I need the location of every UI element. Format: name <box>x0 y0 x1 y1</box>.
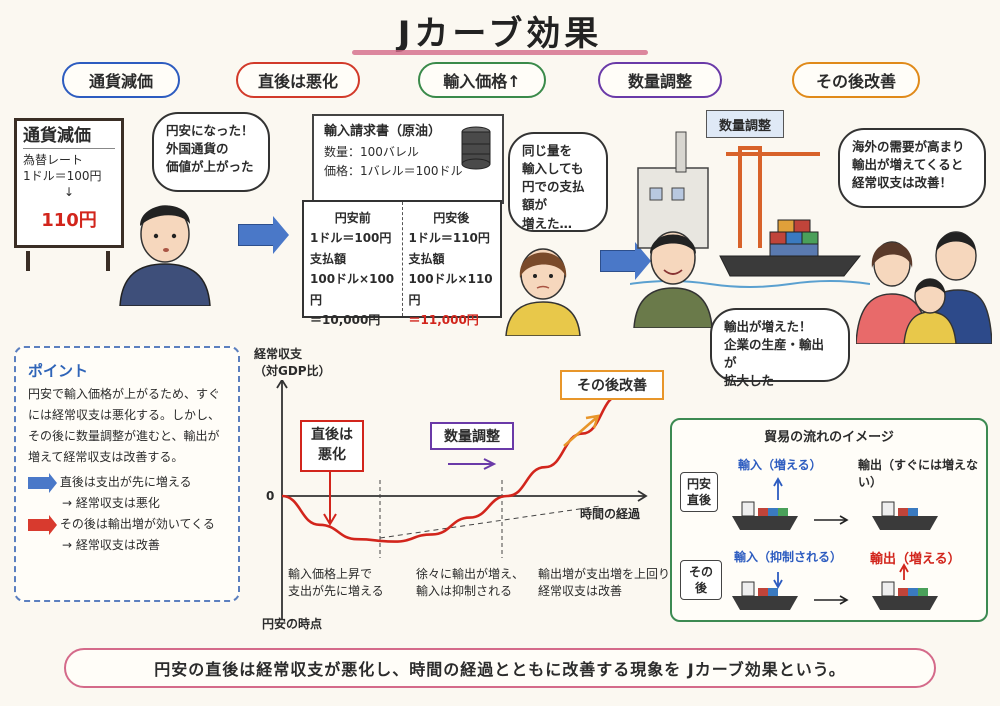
before-column: 円安前 1ドル＝100円 支払額 100ドル×100円 ＝10,000円 <box>304 202 402 327</box>
import-up-arrowhead <box>773 477 783 487</box>
flow-arrowhead-row-2 <box>839 595 849 605</box>
y-axis-arrowhead <box>276 380 288 389</box>
step-1-pill: 通貨減価 <box>62 62 180 98</box>
page-title: Jカーブ効果 <box>397 14 603 54</box>
annotation-qty: 数量調整 <box>430 422 514 450</box>
chart-ylabel: 経常収支 （対GDP比） <box>254 347 331 378</box>
sign-heading: 通貨減価 <box>23 125 115 149</box>
sign-leg-left <box>26 251 30 271</box>
worried-woman-illustration <box>505 248 581 336</box>
bubble-overseas-demand: 海外の需要が高まり 輸出が増えてくると 経常収支は改善！ <box>838 128 986 208</box>
j-curve-chart <box>276 380 648 620</box>
worse-arrowhead <box>323 513 337 526</box>
after-calc: 100ドル×110円 <box>408 272 493 307</box>
trend-dashed-line <box>379 505 601 539</box>
qty-arrowhead <box>483 458 497 470</box>
trade-heading: 貿易の流れのイメージ <box>764 430 894 445</box>
before-label: 支払額 <box>310 251 347 266</box>
trade-ships-illustration <box>732 477 938 610</box>
step-2-pill: 直後は悪化 <box>236 62 360 98</box>
ship-icon <box>872 581 938 610</box>
after-head: 円安後 <box>433 211 470 225</box>
flow-arrowhead-row-1 <box>839 515 849 525</box>
invoice-qty: 数量：100バレル <box>324 144 419 159</box>
chart-xlabel: 時間の経過 <box>580 507 641 521</box>
after-total: ＝11,000円 <box>408 312 479 327</box>
row-1-import: 輸入（増える） <box>738 458 822 472</box>
invoice-price: 価格：1バレル＝100ドル <box>324 163 463 178</box>
x-axis-arrowhead <box>637 490 648 502</box>
bubble-exports-up: 輸出が増えた！ 企業の生産・輸出が 拡大した <box>710 308 850 388</box>
quantity-adjust-label: 数量調整 <box>706 110 784 138</box>
legend-blue: 直後は支出が先に増える <box>28 472 226 493</box>
row-2-tag: その後 <box>680 560 722 601</box>
point-body: 円安で輸入価格が上がるため、すぐには経常収支は悪化する。しかし、その後に数量調整… <box>28 387 221 465</box>
annotation-worse: 直後は 悪化 <box>300 420 364 472</box>
bubble-same-qty: 同じ量を 輸入しても 円での支払額が 増えた… <box>508 132 608 232</box>
legend-red: その後は輸出増が効いてくる <box>28 514 226 535</box>
exchange-rate-sign: 通貨減価 為替レート 1ドル＝100円 ↓ 110円 <box>14 118 124 248</box>
phase-3-label: 輸出増が支出増を上回り、 経常収支は改善 <box>538 567 682 598</box>
young-man-illustration <box>119 205 211 306</box>
before-rate: 1ドル＝100円 <box>310 231 392 246</box>
before-calc: 100ドル×100円 <box>310 272 395 307</box>
annotation-improve: その後改善 <box>560 370 664 400</box>
export-up-arrowhead <box>899 563 909 573</box>
chart-zero-label: 0 <box>266 489 275 503</box>
worker-illustration <box>633 231 713 328</box>
sign-line-1: 為替レート <box>23 152 84 167</box>
sign-leg-right <box>106 251 110 271</box>
step-5-pill: その後改善 <box>792 62 920 98</box>
point-box: ポイント 円安で輸入価格が上がるため、すぐには経常収支は悪化する。しかし、その後… <box>14 346 240 602</box>
phase-2-label: 徐々に輸出が増え、 輸入は抑制される <box>416 567 525 598</box>
family-illustration <box>856 231 992 344</box>
point-heading: ポイント <box>28 362 89 380</box>
improve-arrow-line <box>563 417 597 447</box>
title-underline <box>352 50 648 55</box>
flow-arrow-2 <box>600 242 651 280</box>
trade-flow-box: 貿易の流れのイメージ 円安 直後 輸入（増える） 輸出（すぐには増えない） その… <box>670 418 988 622</box>
phase-1-label: 輸入価格上昇で 支出が先に増える <box>288 567 384 598</box>
oil-barrel-icon <box>461 126 491 170</box>
invoice-heading: 輸入請求書（原油） <box>324 124 442 139</box>
sign-result: 110円 <box>41 209 97 231</box>
row-1-tag: 円安 直後 <box>680 472 718 513</box>
blue-arrow-icon <box>28 472 57 493</box>
step-3-pill: 輸入価格↑ <box>418 62 546 98</box>
payment-comparison: 円安前 1ドル＝100円 支払額 100ドル×100円 ＝10,000円 円安後… <box>302 200 502 327</box>
ship-icon <box>732 501 798 530</box>
after-column: 円安後 1ドル＝110円 支払額 100ドル×110円 ＝11,000円 <box>401 202 501 327</box>
chart-origin-label: 円安の時点 <box>262 617 323 631</box>
sign-line-2: 1ドル＝100円 <box>23 169 102 184</box>
row-2-import: 輸入（抑制される） <box>734 550 843 564</box>
summary-bar: 円安の直後は経常収支が悪化し、時間の経過とともに改善する現象を Jカーブ効果とい… <box>64 648 936 688</box>
before-total: ＝10,000円 <box>310 312 381 327</box>
after-rate: 1ドル＝110円 <box>408 231 490 246</box>
row-1-export: 輸出（すぐには増えない） <box>858 458 979 489</box>
sign-arrow: ↓ <box>63 185 75 200</box>
j-curve-series <box>281 393 621 543</box>
flow-arrow-1 <box>238 216 289 254</box>
improve-arrowhead <box>585 414 600 429</box>
legend-blue-1: 直後は支出が先に増える <box>59 475 192 490</box>
before-head: 円安前 <box>334 211 371 225</box>
legend-red-1: その後は輸出増が効いてくる <box>59 517 215 532</box>
step-4-pill: 数量調整 <box>598 62 722 98</box>
ship-icon <box>732 581 798 610</box>
legend-blue-2: → 経常収支は悪化 <box>62 496 160 511</box>
after-label: 支払額 <box>408 251 445 266</box>
bubble-yen-weak: 円安になった！ 外国通貨の 価値が上がった <box>152 112 270 192</box>
import-down-arrowhead <box>773 579 783 589</box>
red-arrow-icon <box>28 514 57 535</box>
ship-icon <box>872 501 938 530</box>
legend-red-2: → 経常収支は改善 <box>62 538 160 553</box>
row-2-export: 輸出（増える） <box>870 552 961 567</box>
